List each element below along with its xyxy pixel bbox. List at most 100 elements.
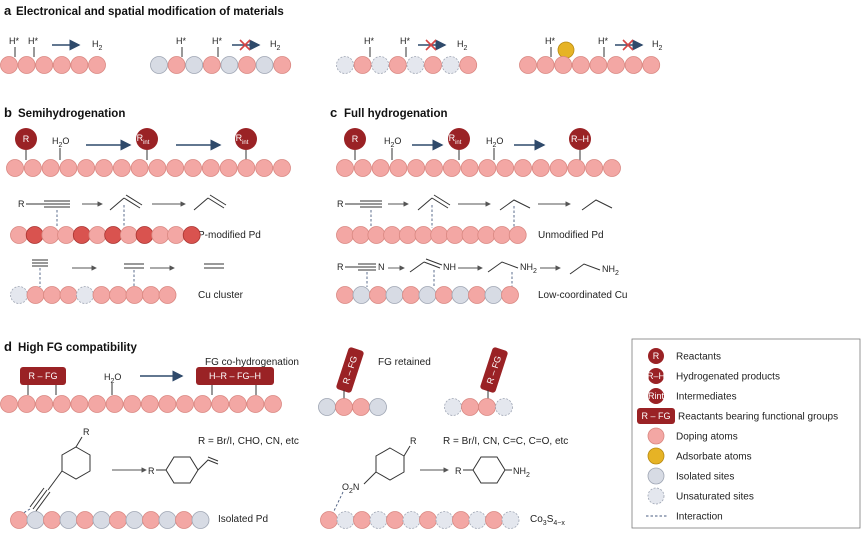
metal-atom (485, 511, 503, 529)
h-star-label: H* (212, 36, 222, 46)
metal-atom (92, 286, 111, 304)
svg-text:R: R (410, 436, 417, 446)
metal-atom (624, 56, 643, 74)
amine-nh2-label: NH2 (520, 262, 537, 275)
intermediate-label: Rint (449, 133, 462, 146)
legend-symbol: Rint (648, 391, 665, 401)
unsaturated-site-atom (468, 511, 487, 529)
legend-item-isolated: Isolated sites (647, 467, 734, 485)
metal-atom (369, 286, 387, 304)
metal-atom (461, 226, 480, 244)
isolated-pd-label: Isolated Pd (218, 514, 268, 525)
styrene-molecule: R (148, 456, 219, 484)
metal-atom (52, 56, 71, 74)
legend-item-doping: Doping atoms (647, 427, 738, 445)
metal-atom (567, 159, 586, 177)
metal-atom (419, 511, 437, 529)
co3s4-label: Co3S4−x (530, 514, 565, 527)
metal-atom (6, 159, 24, 177)
fg-reactant-label: R – FG (28, 371, 57, 381)
unsaturated-site-atom (501, 511, 520, 529)
metal-atom (642, 56, 661, 74)
svg-text:R: R (455, 466, 462, 476)
h2-label: H2 (652, 39, 663, 52)
product-label: R–H (571, 134, 589, 144)
metal-atom (142, 511, 160, 529)
metal-atom (501, 286, 519, 304)
legend-symbol: R–H (647, 371, 665, 381)
fg-retained-reactant-1: R – FG (336, 347, 364, 393)
unsaturated-site-atom (495, 398, 513, 416)
metal-atom (43, 511, 61, 529)
intermediate-icon (648, 388, 664, 404)
imine-molecule (409, 258, 443, 273)
isolated-site-atom (318, 398, 336, 416)
metal-atom (424, 56, 442, 74)
metal-atom (554, 56, 573, 74)
metal-atom (493, 226, 511, 244)
legend-item-intermediate: Rint Intermediates (648, 388, 737, 404)
metal-atom (273, 56, 292, 74)
alkene-molecule (109, 194, 143, 211)
metal-atom (193, 395, 212, 413)
metal-atom (167, 226, 185, 244)
doping-atom (182, 226, 201, 244)
metal-atom (589, 56, 608, 74)
r-substituent-label: R (83, 427, 90, 437)
doping-atom (72, 226, 91, 244)
h2-label: H2 (457, 39, 468, 52)
svg-text:R: R (148, 466, 155, 476)
metal-atom (10, 511, 28, 529)
alkane-molecule (499, 199, 531, 211)
legend-label: Unsaturated sites (676, 492, 754, 503)
metal-atom (41, 159, 60, 177)
metal-atom (140, 395, 159, 413)
adsorbate-icon (647, 447, 665, 465)
r-groups-left-label: R = Br/I, CHO, CN, etc (198, 436, 299, 447)
panel-a-title: Electronical and spatial modification of… (16, 6, 284, 18)
metal-atom (88, 395, 106, 413)
p-modified-pd-label: P-modified Pd (198, 230, 261, 241)
unsaturated-site-atom (336, 56, 354, 74)
nitrile-r-label: R (337, 262, 344, 272)
isolated-site-atom (26, 511, 45, 529)
legend-label: Interaction (676, 512, 723, 523)
legend-label: Doping atoms (676, 432, 738, 443)
metal-atom (151, 226, 170, 244)
metal-atom (461, 398, 479, 416)
metal-atom (0, 395, 18, 413)
reactant-circle (15, 128, 37, 150)
metal-atom (88, 226, 107, 244)
metal-atom (125, 286, 144, 304)
nitroarene-molecule: R O2N (332, 436, 417, 514)
metal-atom (398, 226, 417, 244)
metal-atom (320, 511, 338, 529)
isolated-site-atom (185, 56, 204, 74)
metal-atom (386, 511, 404, 529)
water-label: H2O (486, 136, 503, 149)
metal-atom (452, 511, 470, 529)
product-icon (648, 368, 664, 384)
fg-reactant-box (20, 367, 66, 385)
metal-atom (158, 395, 177, 413)
legend-symbol: R – FG (641, 411, 670, 421)
panel-a-group-3: H* H* H2 (364, 36, 468, 57)
adsorbate-atom (557, 41, 575, 59)
metal-atom (142, 286, 160, 304)
metal-atom (0, 56, 18, 74)
metal-atom (607, 56, 625, 74)
unsaturated-icon (647, 487, 665, 505)
isolated-site-atom (191, 511, 210, 529)
fg-retained-reactant-2: R – FG (480, 347, 508, 393)
panel-d: d High FG compatibility FG co-hydrogenat… (4, 339, 568, 527)
alkyne-molecule (345, 200, 382, 208)
isolated-site-atom (59, 511, 78, 529)
reactant-icon (648, 348, 664, 364)
metal-atom (478, 159, 497, 177)
metal-atom (77, 159, 96, 177)
panel-b-title: Semihydrogenation (18, 108, 125, 120)
legend-label: Intermediates (676, 392, 737, 403)
metal-atom (514, 159, 532, 177)
metal-atom (105, 395, 124, 413)
